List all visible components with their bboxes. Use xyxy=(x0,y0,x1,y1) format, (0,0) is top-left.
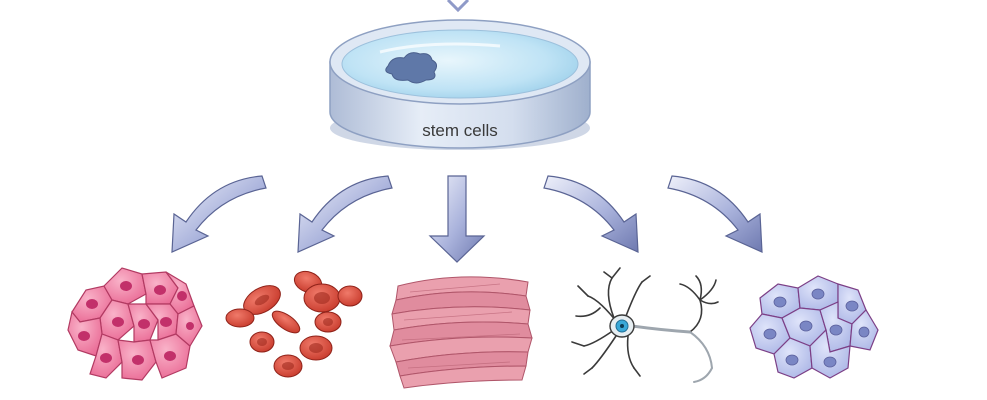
input-arrow-tip xyxy=(446,0,470,13)
arrow-to-cell-cluster xyxy=(667,175,763,253)
differentiation-arrows xyxy=(171,175,763,263)
arrow-to-neuron xyxy=(543,175,639,253)
red-blood-cells-icon xyxy=(225,270,363,378)
neuron-icon xyxy=(571,267,719,383)
dish-label: stem cells xyxy=(422,121,498,140)
cell-cluster-icon xyxy=(749,275,879,379)
muscle-fibers-icon xyxy=(389,276,533,389)
petri-dish: stem cells xyxy=(329,19,591,150)
stem-cell-cluster-icon xyxy=(385,52,438,84)
arrow-to-muscle xyxy=(428,175,486,263)
arrow-to-epithelial xyxy=(171,175,267,253)
epithelial-cells-icon xyxy=(67,267,203,381)
arrow-to-blood xyxy=(297,175,393,253)
neuron-cell-body xyxy=(609,314,635,338)
